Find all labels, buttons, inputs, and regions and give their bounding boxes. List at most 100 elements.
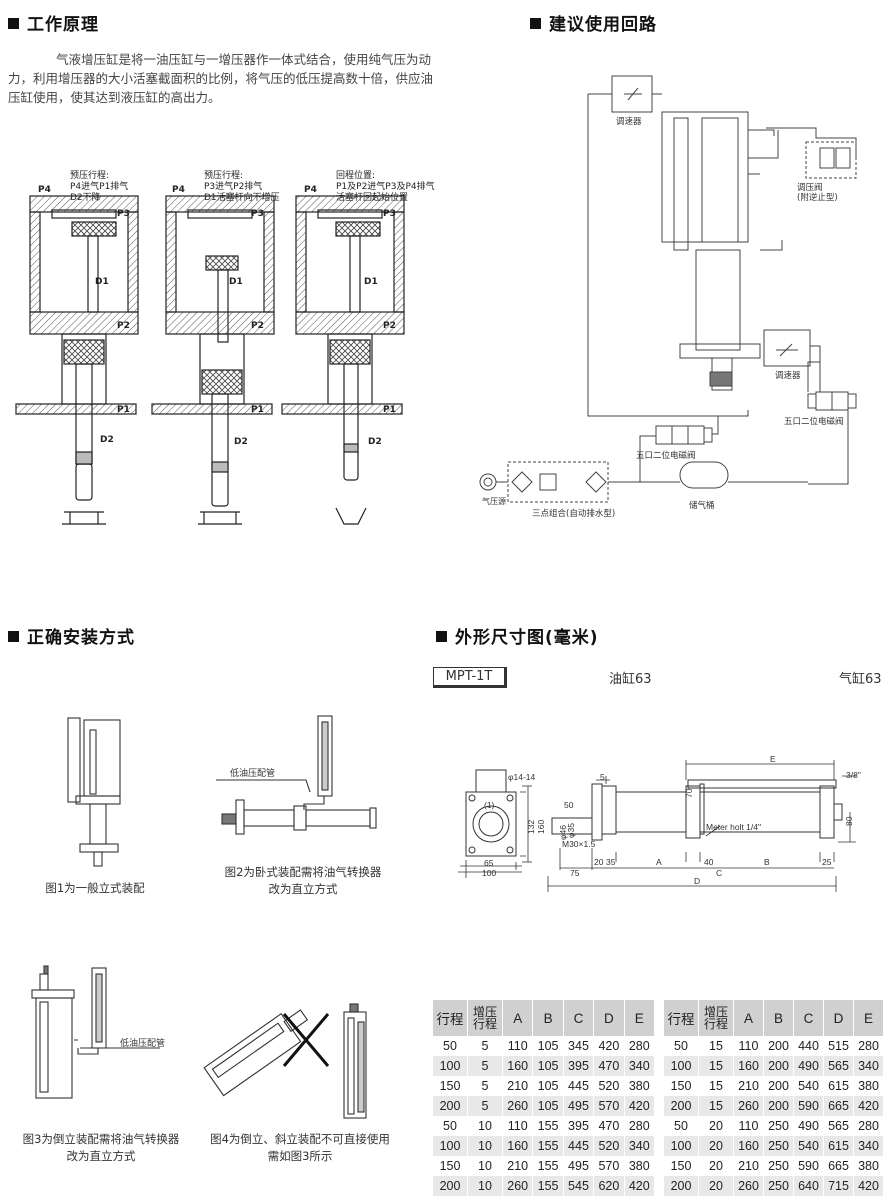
note-1-line3: D2下降	[70, 191, 101, 203]
port-p4-1: P4	[38, 185, 51, 195]
table-cell: 5	[467, 1056, 503, 1076]
table-cell: 15	[698, 1036, 734, 1056]
table-cell: 5	[467, 1096, 503, 1116]
port-d1-3: D1	[364, 277, 378, 287]
table-cell: 150	[433, 1156, 468, 1176]
table-cell: 715	[823, 1176, 854, 1196]
table-cell: 10	[467, 1116, 503, 1136]
fig2-pipe-label: 低油压配管	[230, 767, 275, 779]
table-cell: 155	[532, 1176, 564, 1196]
dim-132: 132	[526, 820, 536, 834]
dim-25: 25	[822, 857, 832, 867]
table-cell: 280	[624, 1116, 656, 1136]
fig3-pipe-label: 低油压配管	[120, 1037, 165, 1049]
col-header: B	[532, 1000, 564, 1036]
table-cell: 515	[823, 1036, 854, 1056]
install-fig4	[203, 1003, 367, 1119]
col-header: 增压行程	[467, 1000, 503, 1036]
table-cell: 100	[664, 1136, 699, 1156]
table-cell: 620	[593, 1176, 625, 1196]
dim-75: 75	[570, 868, 580, 878]
table-cell: 590	[793, 1096, 824, 1116]
table-cell: 570	[593, 1156, 625, 1176]
table-cell: 340	[624, 1056, 656, 1076]
table-cell: 615	[823, 1076, 854, 1096]
table-cell: 260	[733, 1176, 764, 1196]
fig3-caption: 图3为倒立装配需将油气转换器 改为直立方式	[22, 1132, 180, 1163]
dim-D: D	[694, 876, 700, 886]
circuit-speed-valve-1-label: 调速器	[616, 117, 642, 127]
table-cell: 200	[763, 1096, 794, 1116]
table-cell: 105	[532, 1076, 564, 1096]
table-cell: 160	[502, 1056, 534, 1076]
table-cell: 100	[664, 1056, 699, 1076]
dim-C: C	[716, 868, 722, 878]
port-p2-1: P2	[117, 321, 130, 331]
install-fig3	[31, 965, 160, 1099]
intro-paragraph: 气液增压缸是将一油压缸与一增压器作一体式结合，使用纯气压为动力，利用增压器的大小…	[8, 52, 434, 105]
note-1-line1: 预压行程:	[70, 169, 109, 181]
table-cell: 110	[502, 1116, 534, 1136]
table-cell: 445	[563, 1136, 595, 1156]
table-cell: 340	[624, 1136, 656, 1156]
table-cell: 200	[763, 1056, 794, 1076]
table-cell: 570	[593, 1096, 625, 1116]
dim-100: 100	[482, 868, 496, 878]
table-cell: 420	[624, 1176, 656, 1196]
install-fig1	[67, 717, 121, 867]
table-cell: 200	[433, 1176, 468, 1196]
dim-70: 70	[684, 788, 694, 798]
principle-diagram-1	[15, 195, 139, 525]
dim-phi46: φ46	[558, 825, 568, 840]
heading-install: 正确安装方式	[8, 623, 135, 648]
table-cell: 50	[433, 1116, 468, 1136]
port-p3-1: P3	[117, 209, 130, 219]
circuit-solenoid-right-label: 五口二位电磁阀	[784, 416, 844, 427]
table-cell: 20	[698, 1156, 734, 1176]
table-cell: 10	[467, 1156, 503, 1176]
table-cell: 210	[502, 1156, 534, 1176]
table-cell: 260	[502, 1176, 534, 1196]
table-cell: 200	[433, 1096, 468, 1116]
principle-diagram-2	[151, 195, 275, 525]
table-cell: 545	[563, 1176, 595, 1196]
table-cell: 420	[624, 1096, 656, 1116]
square-bullet-icon	[436, 631, 447, 642]
heading-principle: 工作原理	[8, 10, 99, 35]
table-cell: 155	[532, 1136, 564, 1156]
note-2-line2: P3进气P2排气	[204, 180, 262, 192]
dim-65: 65	[484, 858, 494, 868]
dim-hole: φ14-14	[508, 772, 536, 782]
table-cell: 250	[763, 1116, 794, 1136]
note-2-line3: D1活塞杆向下增压	[204, 191, 280, 203]
port-p4-2: P4	[172, 185, 185, 195]
table-cell: 250	[763, 1136, 794, 1156]
col-header: A	[733, 1000, 764, 1036]
port-d2-3: D2	[368, 437, 382, 447]
table-cell: 380	[853, 1156, 884, 1176]
table-cell: 160	[733, 1056, 764, 1076]
table-cell: 420	[593, 1036, 625, 1056]
table-cell: 50	[433, 1036, 468, 1056]
table-cell: 50	[664, 1116, 699, 1136]
table-cell: 160	[733, 1136, 764, 1156]
table-cell: 395	[563, 1056, 595, 1076]
table-cell: 155	[532, 1156, 564, 1176]
dim-thread: M30×1.5	[562, 839, 596, 849]
port-p1-2: P1	[251, 405, 264, 415]
table-cell: 200	[664, 1096, 699, 1116]
principle-diagram-3	[281, 195, 405, 525]
dim-phi35: φ35	[566, 823, 576, 838]
col-header: E	[624, 1000, 656, 1036]
table-cell: 490	[793, 1056, 824, 1076]
circuit-diagram	[479, 75, 857, 503]
